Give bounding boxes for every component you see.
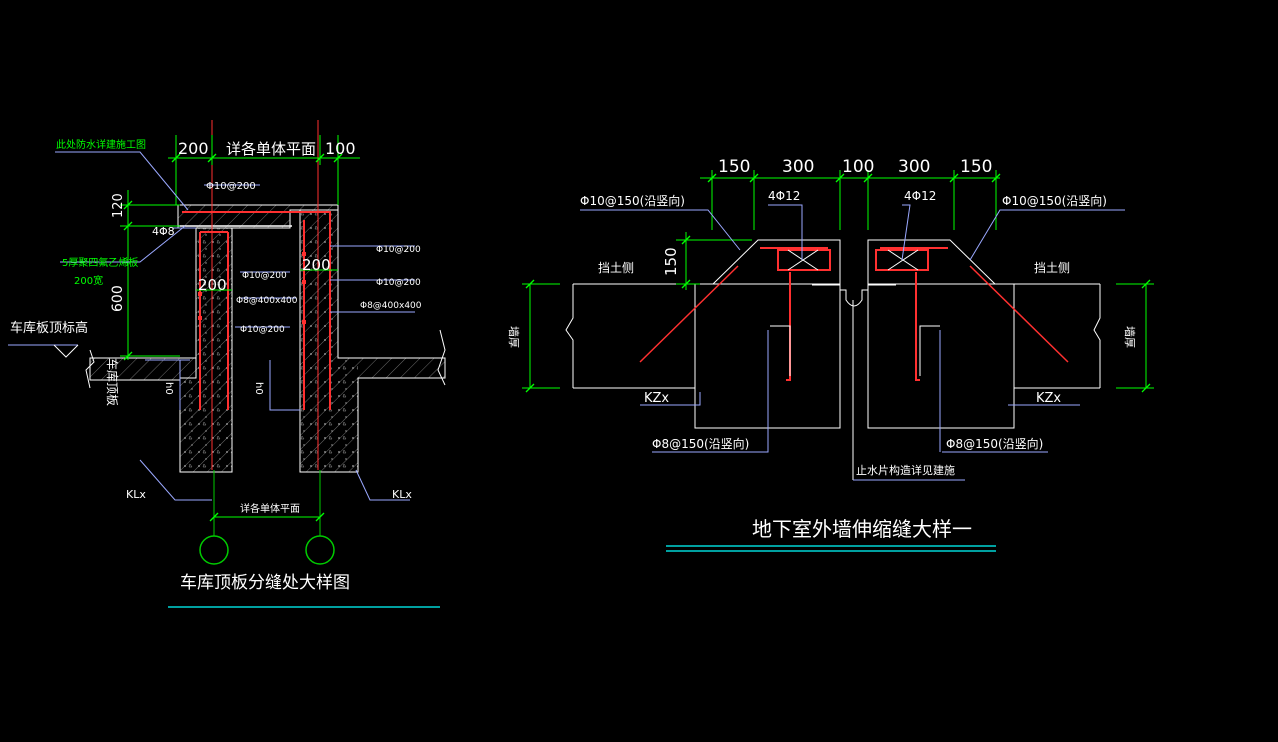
dim-150-v: 150 bbox=[662, 247, 680, 276]
rebar-phi10-right: Φ10@150(沿竖向) bbox=[1002, 193, 1107, 208]
dim-top-span: 详各单体平面 bbox=[226, 140, 316, 158]
rebar-4phi12-left: 4Φ12 bbox=[768, 189, 800, 203]
rebar-4phi8: 4Φ8 bbox=[152, 225, 175, 238]
rebar-right-3: Φ8@400x400 bbox=[360, 301, 422, 311]
soil-left: 挡土侧 bbox=[598, 261, 634, 275]
left-detail: 此处防水详建施工图 5厚聚四氟乙烯板 200宽 200 详各单体平面 100 1… bbox=[8, 120, 446, 608]
dim-top-200: 200 bbox=[178, 139, 209, 158]
garage-slab: 车库顶板 bbox=[105, 358, 120, 406]
h0-left: h0 bbox=[163, 382, 174, 395]
soil-right: 挡土侧 bbox=[1034, 261, 1070, 275]
klx-left: KLx bbox=[126, 488, 146, 501]
left-rebar bbox=[182, 120, 331, 470]
kzx-right: KZx bbox=[1036, 391, 1061, 406]
note-board-1: 5厚聚四氟乙烯板 bbox=[62, 256, 138, 269]
kzx-left: KZx bbox=[644, 391, 669, 406]
wall-right: 墙厚 bbox=[1123, 326, 1137, 348]
rebar-4phi12-right: 4Φ12 bbox=[904, 189, 936, 203]
garage-top-elev: 车库板顶标高 bbox=[10, 320, 88, 336]
dim-600: 600 bbox=[110, 285, 126, 312]
waterstop-note: 止水片构造详见建施 bbox=[856, 463, 955, 477]
dim-100: 100 bbox=[842, 157, 874, 177]
dim-top-100: 100 bbox=[325, 139, 356, 158]
dim-120: 120 bbox=[111, 193, 126, 218]
dim-150-b: 150 bbox=[960, 157, 992, 177]
rebar-right-1: Φ10@200 bbox=[376, 245, 421, 255]
rebar-phi10-left: Φ10@150(沿竖向) bbox=[580, 193, 685, 208]
left-title: 车库顶板分缝处大样图 bbox=[180, 573, 350, 593]
note-waterproof: 此处防水详建施工图 bbox=[56, 138, 146, 151]
rebar-mid-3: Φ10@200 bbox=[240, 325, 285, 335]
dim-bottom-span: 详各单体平面 bbox=[240, 502, 300, 515]
klx-right: KLx bbox=[392, 488, 412, 501]
dim-inner-200-b: 200 bbox=[302, 256, 331, 274]
rebar-mid-1: Φ10@200 bbox=[242, 271, 287, 281]
right-title: 地下室外墙伸缩缝大样一 bbox=[752, 517, 972, 541]
dim-150-a: 150 bbox=[718, 157, 750, 177]
h0-right: h0 bbox=[253, 382, 264, 395]
dim-300-a: 300 bbox=[782, 157, 814, 177]
right-detail: 150 300 100 300 150 150 4Φ12 4Φ12 Φ10@15… bbox=[507, 157, 1154, 552]
rebar-mid-2: Φ8@400x400 bbox=[236, 296, 298, 306]
axis-circle-left bbox=[199, 535, 229, 565]
right-rebar bbox=[639, 247, 1069, 381]
rebar-right-2: Φ10@200 bbox=[376, 278, 421, 288]
wall-left: 墙厚 bbox=[507, 326, 521, 348]
left-concrete bbox=[89, 204, 446, 473]
rebar-top: Φ10@200 bbox=[206, 181, 256, 192]
rebar-phi8-left: Φ8@150(沿竖向) bbox=[652, 436, 749, 451]
dim-300-b: 300 bbox=[898, 157, 930, 177]
axis-circle-right bbox=[305, 535, 335, 565]
rebar-phi8-right: Φ8@150(沿竖向) bbox=[946, 436, 1043, 451]
note-board-2: 200宽 bbox=[74, 274, 103, 287]
dim-inner-200-a: 200 bbox=[198, 276, 227, 294]
